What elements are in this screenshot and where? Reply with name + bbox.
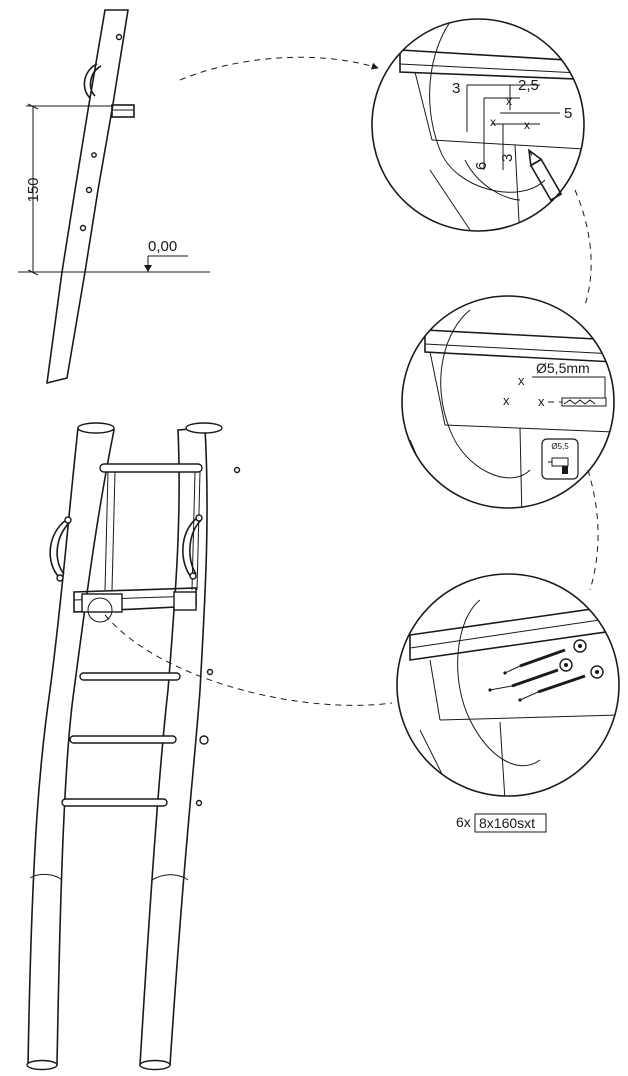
platform-side (111, 104, 135, 118)
ladder-rung (69, 735, 177, 744)
screw-quantity: 6x (456, 814, 471, 830)
level-marker (144, 265, 152, 272)
dim-bottom-mid: 3 (499, 154, 516, 162)
detail-callout-circle (87, 597, 113, 623)
svg-text:x: x (524, 118, 530, 132)
top-bar (99, 463, 203, 473)
ladder-rung (61, 798, 168, 807)
dim-bottom-left: 6 (473, 162, 490, 170)
leader-curve-3 (104, 614, 393, 706)
level-value: 0,00 (148, 238, 177, 255)
rail-hole (85, 186, 93, 194)
pencil-icon (527, 148, 563, 202)
dim-left: 3 (452, 80, 460, 97)
detail-circle-1: x x x 3 2,5 5 6 3 (371, 18, 585, 232)
right-rail (139, 427, 208, 1066)
screw-icon (488, 639, 604, 702)
rail-hole (115, 33, 123, 41)
svg-text:x: x (518, 373, 525, 388)
svg-text:x: x (490, 115, 496, 129)
dim-right: 5 (564, 105, 572, 122)
elevation-view: 150 0,00 (18, 9, 210, 385)
handle-side (83, 63, 102, 99)
detail-circle-3 (396, 573, 620, 797)
ladder-rung (79, 672, 181, 681)
drill-bit-icon (561, 397, 607, 407)
ladder-rail-side (46, 9, 129, 385)
svg-text:x: x (503, 393, 510, 408)
height-value: 150 (25, 177, 42, 202)
rail-hole (79, 224, 87, 232)
ladder-perspective (26, 422, 241, 1071)
left-rail (27, 427, 115, 1066)
dim-top: 2,5 (518, 77, 539, 94)
screw-code: 8x160sxt (479, 815, 535, 831)
rail-hole (91, 152, 97, 158)
drill-icon: Ø5,5 (541, 438, 579, 480)
tool-badge-label: Ø5,5 (551, 442, 569, 451)
leader-arrow-1 (179, 56, 379, 81)
drill-diameter: Ø5,5mm (536, 360, 590, 376)
right-handle (182, 517, 202, 579)
screw-label: 6x 8x160sxt (456, 813, 547, 833)
connector-1-2 (574, 189, 592, 306)
svg-text:x: x (506, 94, 512, 108)
left-handle (49, 519, 71, 579)
detail-circle-2: x x x Ø5,5mm Ø5,5 (401, 295, 615, 509)
connector-2-3 (587, 469, 599, 591)
svg-text:x: x (538, 394, 545, 409)
